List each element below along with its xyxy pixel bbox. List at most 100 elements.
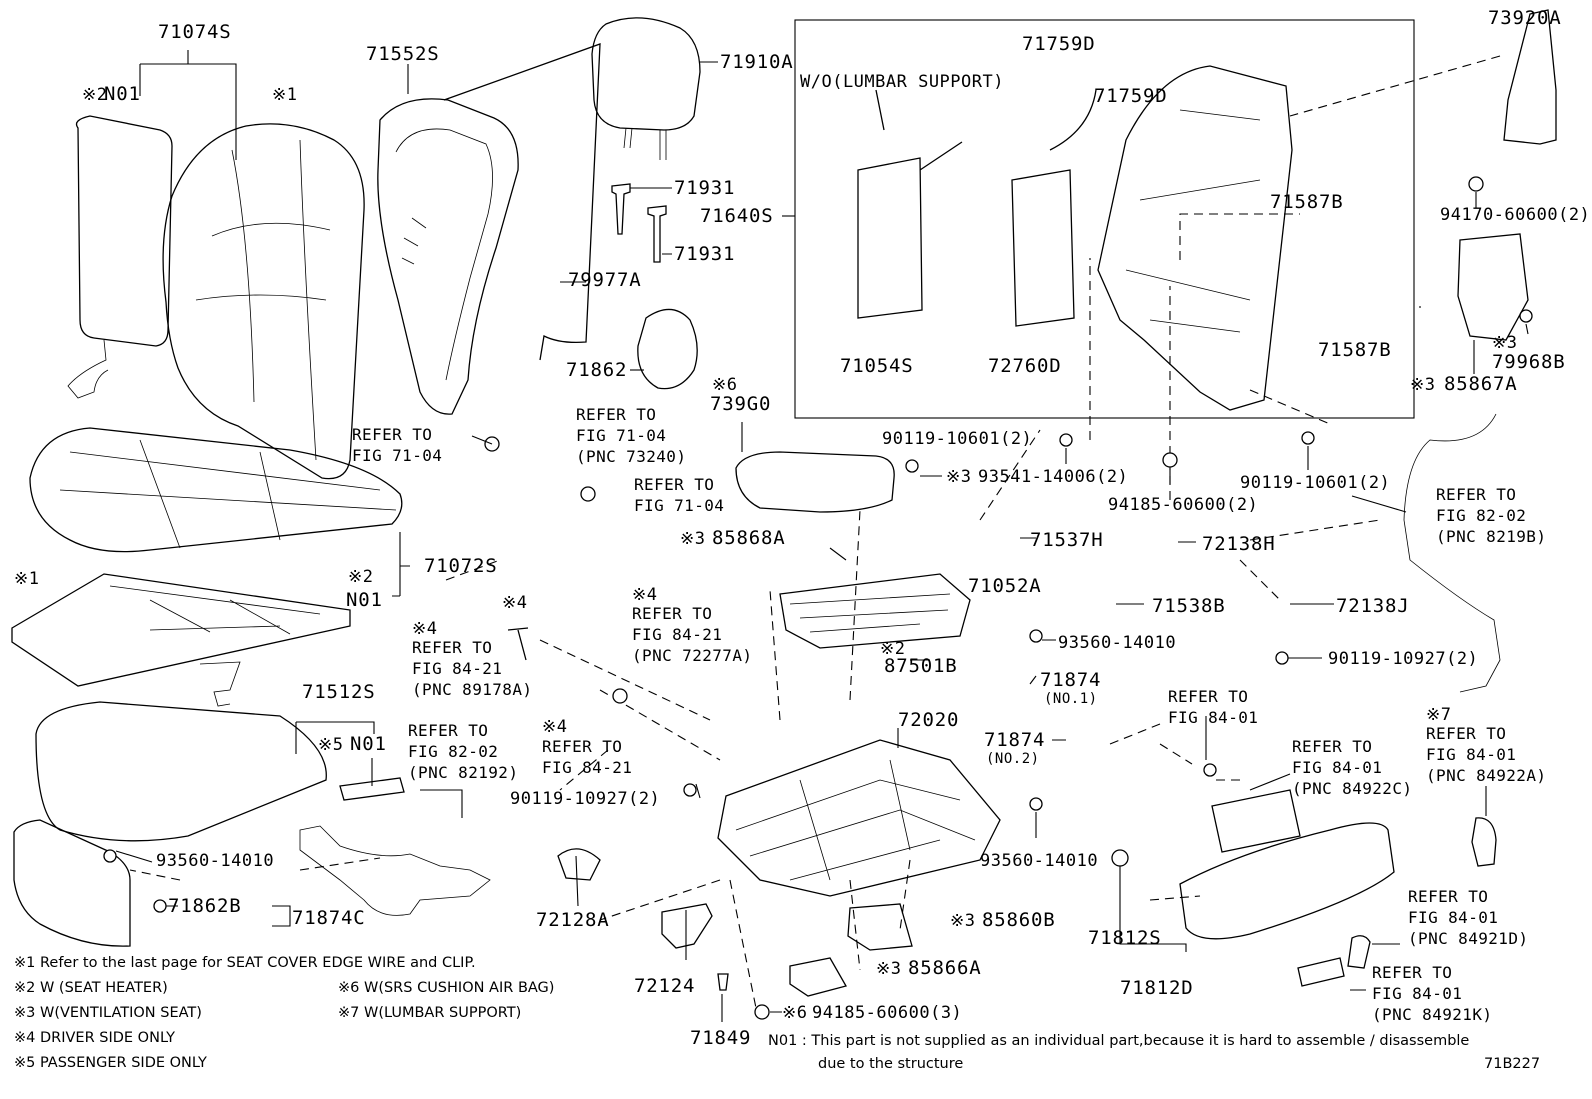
label-71874-no1: 71874 [1040, 669, 1102, 691]
seatback-heater-pad [75, 115, 173, 347]
seat-heater-wire [199, 661, 241, 707]
seat-track-rails [735, 759, 976, 881]
label-71862: 71862 [566, 359, 628, 381]
mark-7: ※7 [1426, 705, 1452, 725]
label-71537H: 71537H [1030, 529, 1104, 551]
label-73920A: 73920A [1488, 7, 1562, 29]
leader-71812D [1119, 860, 1187, 952]
mark-4-84-21: ※4 [542, 717, 568, 737]
legend-note-5: ※5 PASSENGER SIDE ONLY [14, 1055, 207, 1071]
heater-pad-wire [67, 339, 109, 399]
label-71072S: 71072S [424, 555, 498, 577]
ref-fig-82-02-pnc-82192: REFER TO FIG 82-02 (PNC 82192) [408, 721, 519, 782]
label-90119-10927-b: 90119-10927(2) [1328, 649, 1479, 669]
nut-94185-b [754, 1004, 770, 1020]
mark-4-72277A: ※4 [632, 585, 658, 605]
label-79968B: 79968B [1492, 351, 1566, 373]
label-93560-a: 93560-14010 [156, 851, 275, 871]
cushion-airbag [735, 451, 895, 513]
label-71910A: 71910A [720, 51, 794, 73]
seat-heater-pad [11, 573, 351, 687]
label-71074S: 71074S [158, 21, 232, 43]
seatback-frame [1097, 65, 1293, 411]
seat-cushion-stitch [59, 439, 397, 549]
power-seat-switch [1211, 789, 1301, 853]
n01-note-line-2: due to the structure [818, 1056, 964, 1072]
nut-94170 [1468, 176, 1484, 192]
label-wo-lumbar: W/O(LUMBAR SUPPORT) [800, 72, 1004, 92]
label-N01-seatback: N01 [104, 83, 141, 105]
label-71812S: 71812S [1088, 927, 1162, 949]
label-N01-passenger: N01 [350, 733, 387, 755]
seatback-pad-inner [395, 128, 493, 381]
mark-1-top: ※1 [272, 85, 298, 105]
ref-fig-84-01-pnc-84922C: REFER TO FIG 84-01 (PNC 84922C) [1292, 737, 1413, 798]
lower-cover [13, 819, 131, 947]
lumbar-harness [1403, 413, 1501, 693]
dash-73920A [1289, 55, 1501, 117]
label-72124: 72124 [634, 975, 696, 997]
legend-note-6: ※6 W(SRS CUSHION AIR BAG) [338, 980, 555, 996]
mark-3-79968B: ※3 [1492, 333, 1518, 353]
mark-4-bolt: ※4 [502, 593, 528, 613]
screw-93541 [905, 459, 919, 473]
nut-94185-a [1162, 452, 1178, 468]
leg-cover [661, 903, 713, 949]
label-71874C: 71874C [292, 907, 366, 929]
mark-3-93541: ※3 [946, 467, 972, 487]
label-71640S: 71640S [700, 205, 774, 227]
screw-93560-c [1029, 797, 1043, 811]
label-71849: 71849 [690, 1027, 752, 1049]
n01-note-line-1: N01 : This part is not supplied as an in… [768, 1033, 1470, 1049]
headrest-support-2 [647, 205, 667, 263]
ref-fig-84-01-pnc-84921D: REFER TO FIG 84-01 (PNC 84921D) [1408, 887, 1529, 948]
label-71587B-b: 71587B [1318, 339, 1392, 361]
diagram-code: 71B227 [1484, 1056, 1541, 1072]
label-72020: 72020 [898, 709, 960, 731]
label-72760D: 72760D [988, 355, 1062, 377]
screw-79968B [1519, 309, 1533, 323]
lumbar-switch [1471, 817, 1497, 867]
ref-fig-82-02-pnc-8219B: REFER TO FIG 82-02 (PNC 8219B) [1436, 485, 1547, 546]
label-90119-10601-b: 90119-10601(2) [1240, 473, 1391, 493]
label-no2: (NO.2) [986, 751, 1040, 767]
seat-spring-wire [789, 593, 951, 633]
seat-heater-grid [109, 585, 321, 635]
label-87501B: 87501B [884, 655, 958, 677]
screw-90119-10601-a [1059, 433, 1073, 447]
label-71512S: 71512S [302, 681, 376, 703]
mark-4-89178A: ※4 [412, 619, 438, 639]
mark-2-seatback: ※2 [82, 85, 108, 105]
passenger-sensor [339, 777, 405, 801]
seat-cushion-cover [29, 427, 403, 553]
mark-2-cushion: ※2 [348, 567, 374, 587]
label-93541: 93541-14006(2) [978, 467, 1129, 487]
label-71931-b: 71931 [674, 243, 736, 265]
label-71052A: 71052A [968, 575, 1042, 597]
seat-cushion-pad [35, 701, 327, 842]
mark-3-85866A: ※3 [876, 959, 902, 979]
label-90119-10927-a: 90119-10927(2) [510, 789, 661, 809]
screw-93560-a [103, 849, 117, 863]
lumbar-assy [1011, 89, 1097, 327]
ref-fig-84-01-pnc-84922A: REFER TO FIG 84-01 (PNC 84922A) [1426, 724, 1547, 785]
clip-71849 [717, 973, 729, 991]
leader-71512S [295, 721, 375, 754]
grommet-c [612, 688, 628, 704]
ref-fig-84-21-pnc-89178A: REFER TO FIG 84-21 (PNC 89178A) [412, 638, 533, 699]
leader-lines [115, 192, 1529, 1022]
bolt-84-21 [507, 627, 529, 661]
headrest-stays [623, 127, 667, 160]
ref-fig-84-01: REFER TO FIG 84-01 [1168, 687, 1259, 727]
dash-frame-1 [1089, 213, 1331, 500]
label-71054S: 71054S [840, 355, 914, 377]
screw-93560-b [1029, 629, 1043, 643]
track-cover [557, 848, 601, 881]
ref-fig-84-21-pnc-72277A: REFER TO FIG 84-21 (PNC 72277A) [632, 604, 753, 665]
mark-2-87501B: ※2 [880, 639, 906, 659]
guide-dashes [129, 429, 1381, 1009]
label-N01-cushion: N01 [346, 589, 383, 611]
label-739G0: 739G0 [710, 393, 772, 415]
mark-5: ※5 [318, 735, 344, 755]
